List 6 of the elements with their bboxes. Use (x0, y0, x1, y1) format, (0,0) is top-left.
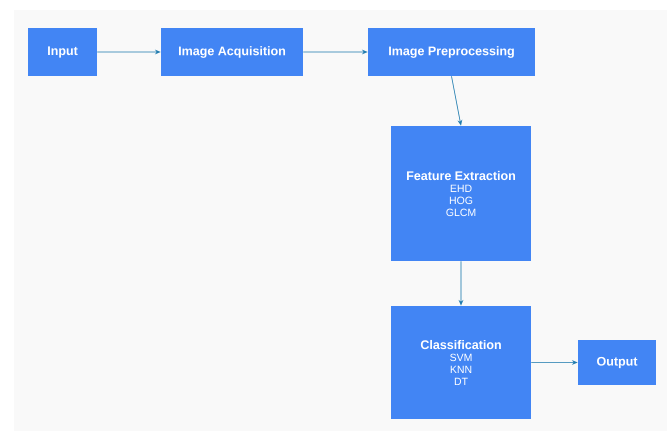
process-box: Output (578, 340, 656, 385)
process-box: Feature Extraction EHD HOG GLCM (391, 126, 531, 261)
process-box: Input (28, 28, 97, 76)
process-box: Classification SVM KNN DT (391, 306, 531, 419)
process-box: Image Preprocessing (368, 28, 535, 76)
process-box: Image Acquisition (161, 28, 303, 76)
